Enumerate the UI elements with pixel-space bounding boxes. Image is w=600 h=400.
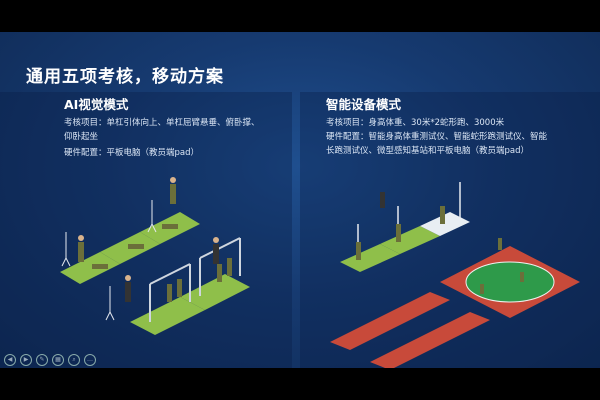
left-panel: AI视觉模式 考核项目：单杠引体向上、单杠屈臂悬垂、俯卧撑、 仰卧起坐 硬件配置… bbox=[0, 92, 292, 368]
mat-5 bbox=[180, 274, 250, 310]
soldier-figures bbox=[78, 177, 232, 302]
presentation-slide: 通用五项考核，移动方案 AI视觉模式 考核项目：单杠引体向上、单杠屈臂悬垂、俯卧… bbox=[0, 32, 600, 368]
device-mode-heading: 智能设备模式 bbox=[326, 97, 402, 112]
right-panel: 智能设备模式 考核项目：身高体重、30米*2蛇形跑、3000米 硬件配置：智能身… bbox=[300, 92, 600, 368]
device-mode-hardware-line1: 硬件配置：智能身高体重测试仪、智能蛇形跑测试仪、智能 bbox=[326, 132, 548, 142]
device-mode-illustration bbox=[330, 182, 580, 368]
soldier-figures-right bbox=[356, 192, 524, 294]
zoom-button[interactable]: ⌕ bbox=[68, 354, 80, 366]
height-mat-1 bbox=[340, 244, 400, 272]
mat-1 bbox=[60, 252, 120, 284]
device-mode-items: 考核项目：身高体重、30米*2蛇形跑、3000米 bbox=[326, 118, 505, 128]
football-field bbox=[465, 261, 555, 303]
ai-mode-items-line2: 仰卧起坐 bbox=[64, 132, 99, 142]
next-slide-button[interactable]: ▶ bbox=[20, 354, 32, 366]
mat-4 bbox=[130, 297, 205, 335]
snake-track-1 bbox=[330, 292, 450, 350]
more-options-button[interactable]: … bbox=[84, 354, 96, 366]
pen-tool-button[interactable]: ✎ bbox=[36, 354, 48, 366]
ai-mode-heading: AI视觉模式 bbox=[64, 97, 129, 112]
pullup-bars bbox=[149, 237, 241, 322]
device-mode-hardware-line2: 长跑测试仪、微型感知基站和平板电脑（教员端pad） bbox=[326, 146, 530, 156]
snake-track-2 bbox=[370, 312, 490, 368]
height-mat-2 bbox=[380, 226, 440, 254]
camera-tripods bbox=[61, 200, 157, 321]
slide-title: 通用五项考核，移动方案 bbox=[26, 67, 224, 87]
ai-mode-items-line1: 考核项目：单杠引体向上、单杠屈臂悬垂、俯卧撑、 bbox=[64, 118, 260, 128]
ai-mode-illustration bbox=[60, 177, 250, 335]
ai-mode-hardware: 硬件配置：平板电脑（教员端pad） bbox=[64, 148, 200, 158]
prev-slide-button[interactable]: ◀ bbox=[4, 354, 16, 366]
slide-grid-button[interactable]: ▦ bbox=[52, 354, 64, 366]
